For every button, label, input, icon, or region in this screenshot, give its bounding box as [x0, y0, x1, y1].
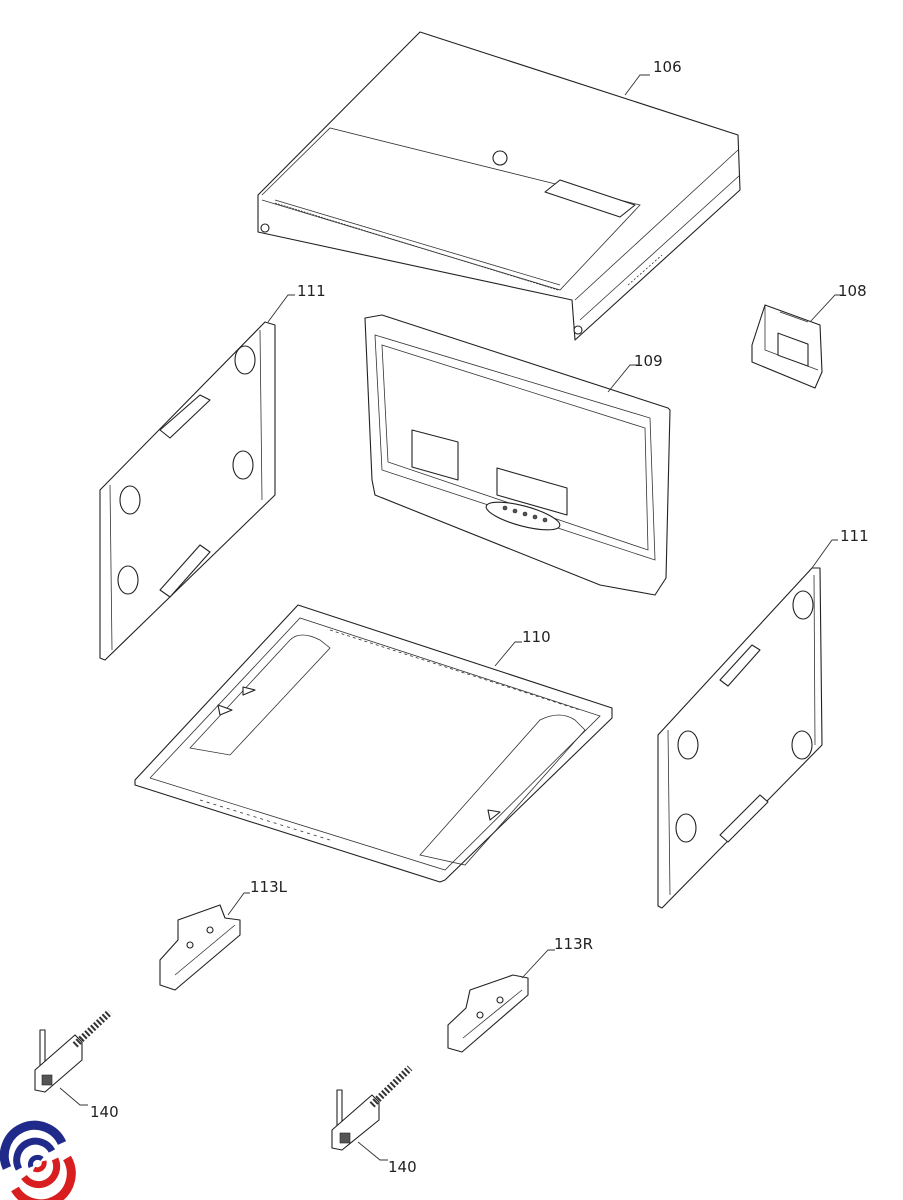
part-side-panel-left [99, 321, 276, 661]
label-109: 109 [634, 352, 663, 370]
label-111-left: 111 [297, 282, 326, 300]
label-140-left: 140 [90, 1103, 119, 1121]
part-base-tray [134, 604, 613, 883]
part-runner-left [159, 904, 241, 991]
brand-logo [0, 1120, 76, 1200]
label-108: 108 [838, 282, 867, 300]
label-110: 110 [522, 628, 551, 646]
part-bracket [751, 304, 823, 389]
label-106: 106 [653, 58, 682, 76]
label-111-right: 111 [840, 527, 869, 545]
part-runner-right [447, 974, 529, 1053]
label-140-right: 140 [388, 1158, 417, 1176]
label-113L: 113L [250, 878, 288, 896]
part-hinge-right [331, 1065, 413, 1151]
label-113R: 113R [554, 935, 593, 953]
leader-lines [59, 74, 842, 1161]
part-hinge-left [34, 1009, 113, 1093]
part-front-frame [364, 314, 671, 596]
part-side-panel-right [657, 567, 823, 909]
part-top-cover [257, 31, 741, 341]
